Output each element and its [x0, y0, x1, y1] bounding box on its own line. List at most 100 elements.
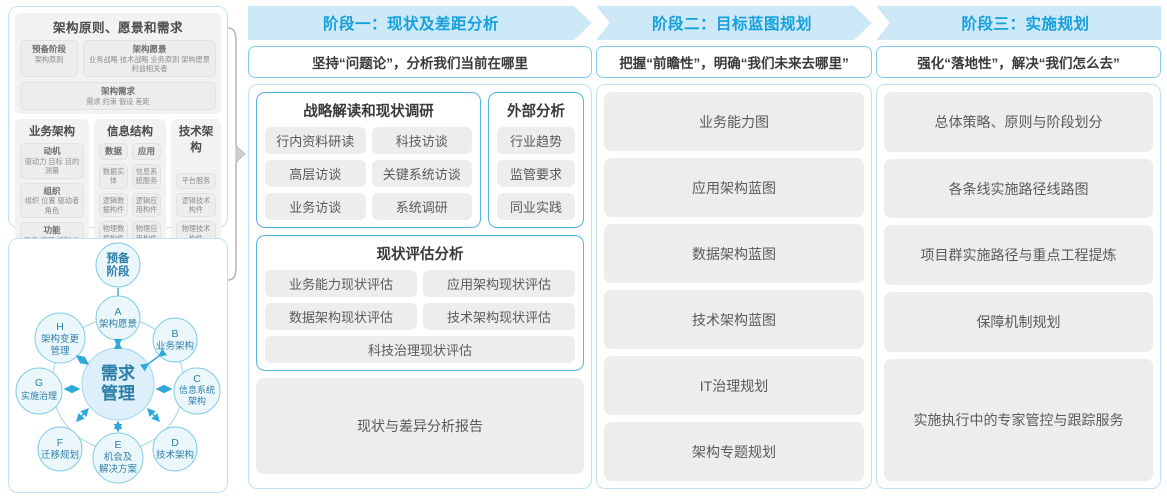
- phase-2-body: 业务能力图 应用架构蓝图 数据架构蓝图 技术架构蓝图 IT治理规划 架构专题规划: [596, 84, 872, 489]
- phase-2-subtitle: 把握“前瞻性”，明确“我们未来去哪里”: [596, 46, 872, 78]
- svg-text:业务架构: 业务架构: [156, 340, 194, 352]
- cell-preliminary: 预备阶段 架构原则: [20, 40, 78, 78]
- architecture-domain-columns: 业务架构 动机 驱动力 目标 目的 测量 组织 组织 位置 驱动者 角色 功能: [15, 119, 221, 262]
- arch-principles-title: 架构原则、愿景和需求: [52, 21, 183, 35]
- gap-analysis-report[interactable]: 现状与差异分析报告: [256, 378, 584, 474]
- chip-arch-topic-plan[interactable]: 架构专题规划: [604, 422, 864, 481]
- current-state-assessment-card: 现状评估分析 业务能力现状评估 应用架构现状评估 数据架构现状评估 技术架构现状…: [256, 235, 584, 371]
- svg-text:A: A: [114, 306, 121, 318]
- cell-application: 应用: [132, 143, 161, 160]
- adm-cycle-panel: 需求 管理 预备 阶段 A 架构愿景 B 业务架构 C: [8, 238, 228, 493]
- external-analysis-card: 外部分析 行业趋势 监管要求 同业实践: [488, 92, 584, 228]
- svg-text:E: E: [114, 439, 121, 451]
- chip-expert-control-tracking[interactable]: 实施执行中的专家管控与跟踪服务: [884, 358, 1153, 482]
- brace-connector: [227, 27, 246, 281]
- chip-tech-arch-assessment[interactable]: 技术架构现状评估: [423, 303, 575, 330]
- column-header: 技术架构: [178, 126, 214, 155]
- adm-node-preliminary: [95, 242, 141, 288]
- left-column: 架构原则、愿景和需求 预备阶段 架构原则 架构愿景 业务战略 技术战略 业务原则…: [8, 6, 228, 493]
- cell-logical-tech-component: 逻辑技术构件: [176, 192, 216, 218]
- chip-industry-trend[interactable]: 行业趋势: [497, 127, 575, 154]
- cell-logical-data-component: 逻辑数据构件: [99, 192, 128, 218]
- cell-data: 数据: [99, 143, 128, 160]
- phase-1-body: 战略解读和现状调研 行内资料研读 科技访谈 高层访谈 关键系统访谈 业务访谈 系: [248, 84, 592, 489]
- adm-center-label-2: 管理: [101, 383, 135, 403]
- chip-internal-material-study[interactable]: 行内资料研读: [265, 127, 366, 154]
- svg-text:迁移规划: 迁移规划: [41, 449, 79, 461]
- subcolumn-application: 应用 信息系统服务 逻辑应用构件 物理应用构件: [132, 143, 161, 247]
- svg-text:机会及: 机会及: [104, 451, 133, 463]
- column-information-structure: 信息结构 数据 数据实体 逻辑数据构件 物理数据构件 应用 信息系统服务 逻辑应…: [94, 119, 166, 262]
- cell-title: 预备阶段: [31, 44, 66, 54]
- chip-peer-practice[interactable]: 同业实践: [497, 193, 575, 220]
- chip-app-arch-assessment[interactable]: 应用架构现状评估: [423, 270, 575, 297]
- phase-1-column: 阶段一：现状及差距分析 坚持“问题论”，分析我们当前在哪里 战略解读和现状调研 …: [248, 6, 592, 489]
- cell-title: 组织: [43, 185, 61, 196]
- cell-title: 架构愿景: [132, 44, 167, 54]
- chip-app-arch-blueprint[interactable]: 应用架构蓝图: [604, 158, 864, 217]
- chip-tech-arch-blueprint[interactable]: 技术架构蓝图: [604, 290, 864, 349]
- cell-platform-service: 平台服务: [176, 173, 216, 189]
- chip-data-arch-assessment[interactable]: 数据架构现状评估: [265, 303, 417, 330]
- adm-node-f: [37, 426, 83, 472]
- cell-title: 动机: [43, 146, 61, 157]
- phase-1-band[interactable]: 阶段一：现状及差距分析: [248, 6, 592, 40]
- cell-sub: 需求 约束 假设 差距: [86, 96, 150, 106]
- togaf-framework-panel: 架构原则、愿景和需求 预备阶段 架构原则 架构愿景 业务战略 技术战略 业务原则…: [8, 6, 228, 313]
- cell-title: 功能: [43, 225, 61, 236]
- chip-overall-strategy[interactable]: 总体策略、原则与阶段划分: [884, 92, 1153, 152]
- chip-it-governance-assessment[interactable]: 科技治理现状评估: [265, 336, 575, 363]
- phase-2-column: 阶段二：目标蓝图规划 把握“前瞻性”，明确“我们未来去哪里” 业务能力图 应用架…: [596, 6, 872, 489]
- chip-data-arch-blueprint[interactable]: 数据架构蓝图: [604, 224, 864, 283]
- chip-system-research[interactable]: 系统调研: [371, 193, 472, 220]
- phase-2-band[interactable]: 阶段二：目标蓝图规划: [596, 6, 872, 40]
- adm-node-a: [95, 295, 141, 341]
- cell-sub: 组织 位置 驱动者 角色: [24, 196, 80, 215]
- chip-key-system-interview[interactable]: 关键系统访谈: [371, 160, 472, 187]
- svg-text:信息系统: 信息系统: [179, 384, 215, 395]
- cell-data-entity: 数据实体: [99, 163, 128, 189]
- phase-3-band[interactable]: 阶段三：实施规划: [876, 6, 1161, 40]
- assessment-title: 现状评估分析: [376, 247, 464, 263]
- strategy-research-card: 战略解读和现状调研 行内资料研读 科技访谈 高层访谈 关键系统访谈 业务访谈 系: [256, 92, 481, 228]
- cell-information-system-service: 信息系统服务: [132, 163, 161, 189]
- adm-node-g: [15, 367, 63, 415]
- adm-node-b: [152, 317, 198, 363]
- arch-principles-group: 架构原则、愿景和需求 预备阶段 架构原则 架构愿景 业务战略 技术战略 业务原则…: [15, 13, 221, 115]
- cell-title: 架构需求: [100, 86, 135, 97]
- chip-business-capability-map[interactable]: 业务能力图: [604, 92, 864, 151]
- cell-arch-requirements: 架构需求 需求 约束 假设 差距: [20, 82, 216, 111]
- adm-node-d: [152, 426, 198, 472]
- subcolumn-data: 数据 数据实体 逻辑数据构件 物理数据构件: [99, 143, 128, 247]
- cell-logical-app-component: 逻辑应用构件: [132, 192, 161, 218]
- chip-tech-interview[interactable]: 科技访谈: [371, 127, 472, 154]
- chip-program-roadmap[interactable]: 项目群实施路径与重点工程提炼: [884, 225, 1153, 286]
- chip-business-interview[interactable]: 业务访谈: [265, 193, 366, 220]
- chip-line-roadmap[interactable]: 各条线实施路径线路图: [884, 158, 1153, 219]
- adm-node-e: [92, 432, 144, 484]
- chip-business-capability-assessment[interactable]: 业务能力现状评估: [265, 270, 417, 297]
- chip-assurance-mechanism[interactable]: 保障机制规划: [884, 292, 1153, 352]
- svg-text:技术架构: 技术架构: [156, 449, 194, 461]
- column-header: 业务架构: [29, 126, 75, 139]
- column-technology-architecture: 技术架构 平台服务 逻辑技术构件 物理技术构件: [171, 119, 221, 262]
- column-header: 信息结构: [107, 126, 153, 139]
- cell-sub: 业务战略 技术战略 业务原则 架构愿景 利益相关者: [89, 54, 210, 73]
- cell-sub: 架构原则: [34, 54, 64, 64]
- adm-center-label-1: 需求: [101, 363, 135, 383]
- phase-3-column: 阶段三：实施规划 强化“落地性”，解决“我们怎么去” 总体策略、原则与阶段划分 …: [876, 6, 1161, 489]
- svg-text:实施治理: 实施治理: [21, 390, 57, 401]
- adm-node-h: [34, 312, 86, 364]
- svg-text:解决方案: 解决方案: [99, 463, 138, 475]
- adm-cycle-svg: 需求 管理 预备 阶段 A 架构愿景 B 业务架构 C: [15, 242, 221, 484]
- phase-1-subtitle: 坚持“问题论”，分析我们当前在哪里: [248, 46, 592, 78]
- chip-regulatory-requirement[interactable]: 监管要求: [497, 160, 575, 187]
- svg-text:架构: 架构: [188, 395, 206, 406]
- chip-executive-interview[interactable]: 高层访谈: [265, 160, 366, 187]
- svg-text:B: B: [171, 328, 178, 340]
- chip-it-governance-plan[interactable]: IT治理规划: [604, 356, 864, 415]
- svg-text:F: F: [57, 437, 63, 449]
- svg-text:架构变更: 架构变更: [41, 333, 80, 345]
- svg-text:阶段: 阶段: [107, 264, 130, 278]
